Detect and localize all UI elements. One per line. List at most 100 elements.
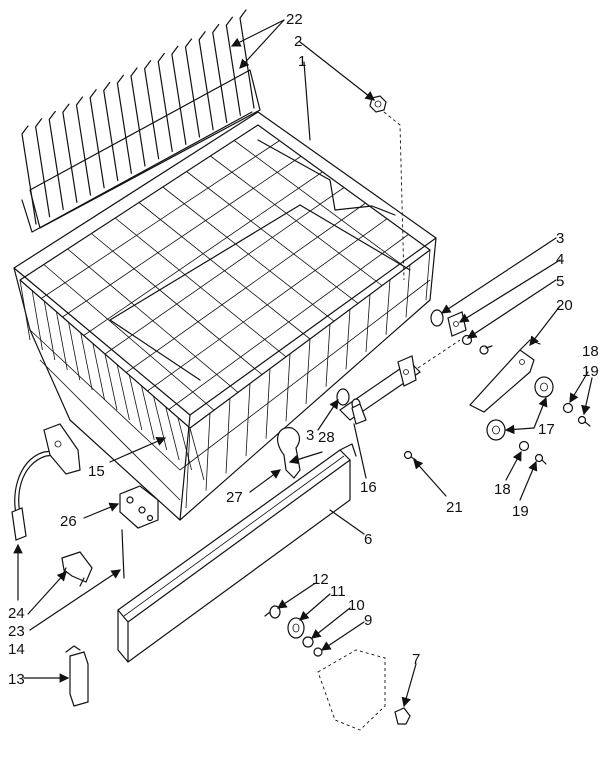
part-26-bracket bbox=[119, 485, 159, 529]
tine-wire bbox=[130, 67, 146, 167]
basket-wire bbox=[189, 427, 205, 481]
part-27-hook-clip bbox=[276, 427, 301, 479]
tine-wire bbox=[103, 81, 119, 182]
basket-wire bbox=[141, 385, 155, 441]
basket-wire bbox=[104, 353, 118, 411]
callout-19-upper: 19 bbox=[582, 363, 599, 380]
basket-wire bbox=[179, 279, 431, 471]
callout-2: 2 bbox=[294, 33, 302, 50]
basket-wire bbox=[168, 234, 409, 410]
callout-23: 23 bbox=[8, 623, 25, 640]
callout-24: 24 bbox=[8, 605, 25, 622]
basket-wire bbox=[43, 301, 56, 361]
callout-12: 12 bbox=[312, 571, 329, 588]
part-24-wire-hanger bbox=[11, 423, 81, 541]
basket-wire bbox=[56, 311, 68, 371]
part-21-screw bbox=[403, 450, 417, 461]
tine-wire bbox=[116, 74, 132, 174]
basket-wire bbox=[80, 332, 93, 391]
part-3-bushing-upper bbox=[430, 309, 444, 327]
basket-wire bbox=[83, 171, 323, 336]
part-18-washer-lower bbox=[518, 440, 530, 452]
part-17-roller-upper bbox=[534, 376, 554, 398]
part-7-end-cap bbox=[317, 649, 411, 731]
basket-wire bbox=[305, 338, 311, 405]
basket-wire bbox=[147, 218, 388, 392]
basket-wire bbox=[177, 417, 192, 471]
basket-wire bbox=[104, 187, 345, 355]
tine-wire bbox=[89, 89, 105, 189]
callout-26: 26 bbox=[60, 513, 77, 530]
part-5-screw bbox=[461, 334, 493, 355]
callout-20: 20 bbox=[556, 297, 573, 314]
tine-wire bbox=[157, 52, 173, 153]
tine-wire bbox=[62, 103, 78, 203]
callout-21: 21 bbox=[446, 499, 463, 516]
callout-labels: 22 2 1 3 4 5 20 18 19 17 18 19 21 16 3 2… bbox=[8, 11, 599, 688]
basket-wire bbox=[92, 343, 105, 401]
basket-wire bbox=[425, 249, 431, 301]
tine-wire bbox=[48, 110, 64, 211]
callout-18-upper: 18 bbox=[582, 343, 599, 360]
callout-27: 27 bbox=[226, 489, 243, 506]
part-13-end-stop bbox=[65, 645, 89, 707]
tine-wire bbox=[225, 16, 241, 116]
basket-wire bbox=[405, 264, 411, 318]
basket-wire bbox=[185, 427, 191, 509]
callout-13: 13 bbox=[8, 671, 25, 688]
part-12-pin bbox=[264, 605, 281, 619]
callout-4: 4 bbox=[556, 251, 564, 268]
part-23-clip bbox=[61, 551, 93, 587]
tine-wire bbox=[171, 45, 187, 145]
tine-wire bbox=[144, 60, 160, 160]
callout-9: 9 bbox=[364, 612, 372, 629]
callout-16: 16 bbox=[360, 479, 377, 496]
part-19-screw-lower bbox=[534, 453, 547, 465]
basket-wire bbox=[345, 309, 351, 370]
basket-wire bbox=[385, 279, 391, 335]
part-11-roller bbox=[287, 617, 305, 639]
part-28-screw bbox=[351, 403, 367, 425]
basket-wire bbox=[128, 375, 143, 431]
tine-wire bbox=[75, 96, 92, 196]
part-2-nut bbox=[369, 95, 405, 281]
callout-15: 15 bbox=[88, 463, 105, 480]
basket-wire bbox=[41, 140, 280, 299]
callout-28: 28 bbox=[318, 429, 335, 446]
tine-wire bbox=[35, 118, 51, 218]
part-4-clip bbox=[447, 311, 467, 337]
callout-1: 1 bbox=[298, 53, 306, 70]
tine-wire bbox=[21, 125, 37, 225]
basket-wire bbox=[29, 329, 181, 471]
part-18-washer-upper bbox=[562, 402, 574, 414]
callout-6: 6 bbox=[364, 531, 372, 548]
part-6-rail bbox=[117, 443, 357, 663]
callout-7: 7 bbox=[412, 651, 420, 668]
basket-wire bbox=[205, 413, 211, 491]
tine-wire bbox=[212, 23, 228, 124]
basket-wire bbox=[265, 368, 271, 439]
basket-wire bbox=[31, 290, 43, 351]
callout-19-lower: 19 bbox=[512, 503, 529, 520]
callout-3-lower: 3 bbox=[306, 427, 314, 444]
basket-wire bbox=[365, 294, 371, 353]
part-9-retainer bbox=[313, 647, 323, 657]
basket-wire bbox=[19, 279, 31, 341]
basket-wire bbox=[126, 202, 366, 373]
basket-wire bbox=[165, 406, 180, 461]
part-14-rod bbox=[121, 529, 125, 579]
part-22-tine-row bbox=[21, 9, 261, 233]
part-19-screw-upper bbox=[577, 415, 591, 427]
callout-10: 10 bbox=[348, 597, 365, 614]
basket-wire bbox=[68, 322, 81, 381]
tine-wire bbox=[184, 38, 201, 138]
part-17-roller-lower bbox=[486, 419, 506, 441]
basket-wire bbox=[245, 383, 251, 457]
basket-wire bbox=[225, 398, 231, 474]
basket-wire bbox=[62, 155, 302, 318]
part-10-washer bbox=[302, 636, 314, 648]
callout-17: 17 bbox=[538, 421, 555, 438]
callout-3-upper: 3 bbox=[556, 230, 564, 247]
leader-lines bbox=[13, 19, 593, 708]
